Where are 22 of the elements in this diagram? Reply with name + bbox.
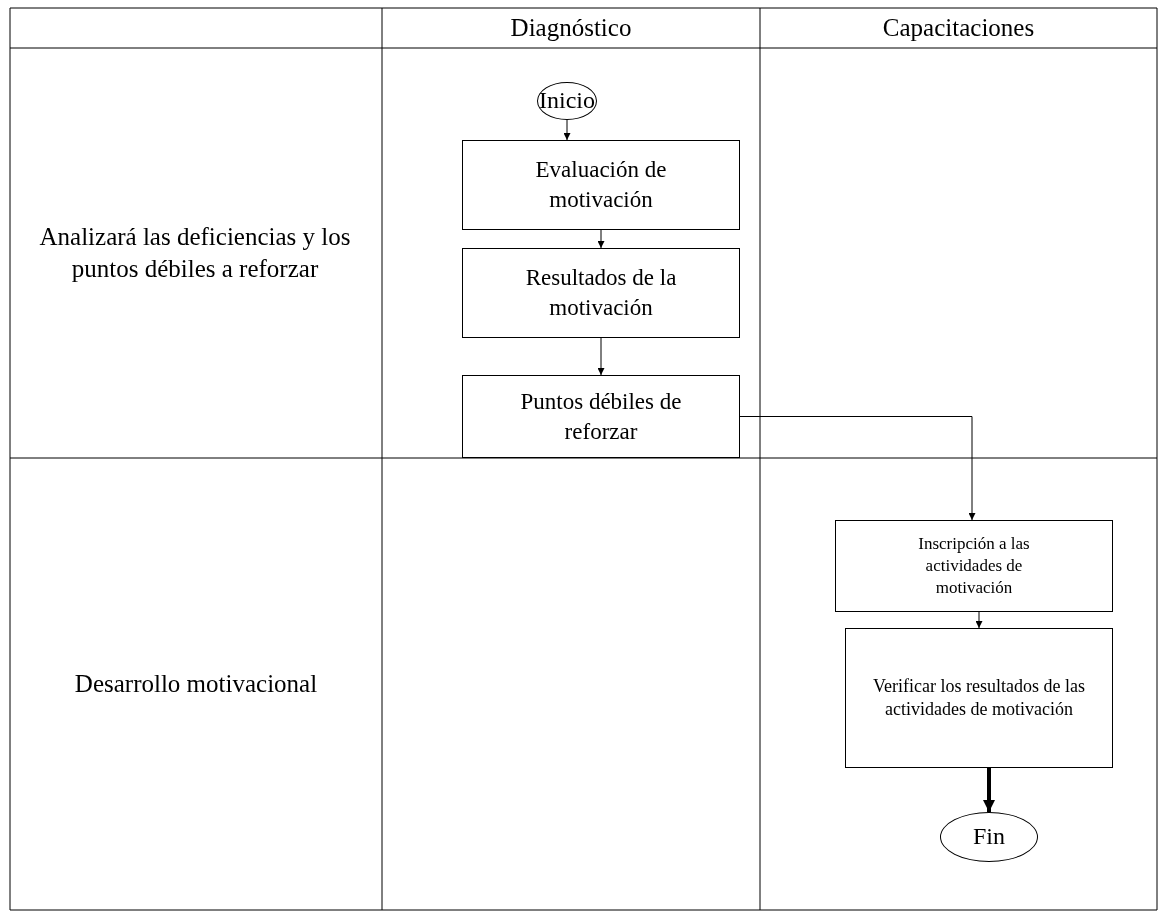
arrow xyxy=(563,119,571,141)
process-box xyxy=(462,375,740,458)
node-text: Resultados de la motivación xyxy=(524,264,678,322)
node-text: Inscripción a las actividades de motivación xyxy=(917,532,1031,600)
process-box xyxy=(462,140,740,230)
node-text: Evaluación de motivación xyxy=(534,156,668,214)
process-box xyxy=(845,628,1113,768)
row-header: Desarrollo motivacional xyxy=(74,668,318,699)
arrow xyxy=(739,416,976,521)
node-text: Puntos débiles de reforzar xyxy=(519,387,683,446)
process-box xyxy=(835,520,1113,612)
node-text: Verificar los resultados de las actividades de motivación xyxy=(872,674,1086,721)
row-header: Analizará las deficiencias y los puntos débiles a reforzar xyxy=(38,221,352,284)
node-text: Inicio xyxy=(539,86,595,116)
arrow xyxy=(597,229,605,249)
column-header: Diagnóstico xyxy=(510,12,632,43)
arrow xyxy=(983,768,995,812)
process-box xyxy=(462,248,740,338)
column-header: Capacitaciones xyxy=(882,12,1035,43)
arrow xyxy=(975,611,983,629)
arrow xyxy=(597,337,605,376)
node-text: Fin xyxy=(973,822,1005,852)
